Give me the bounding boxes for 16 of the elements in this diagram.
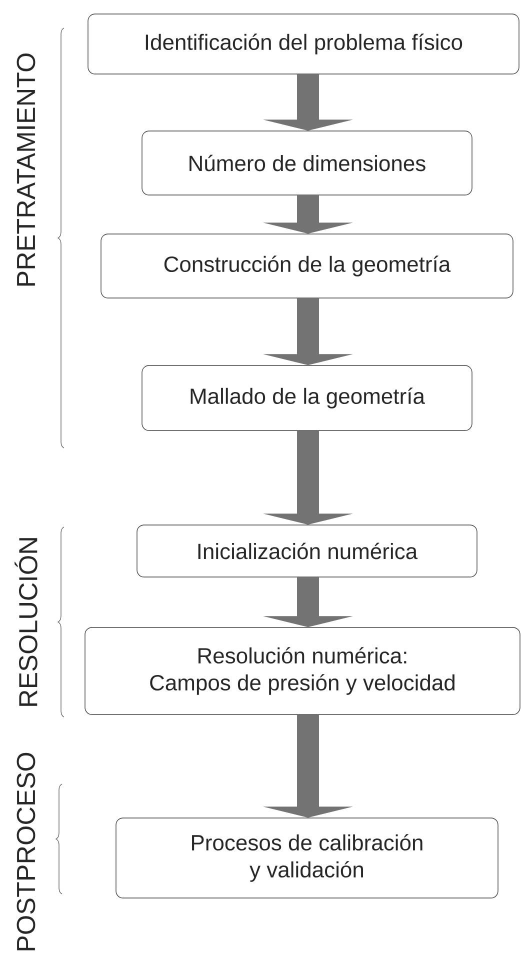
section-label: PRETRATAMIENTO	[16, 54, 36, 286]
process-box: Mallado de la geometría	[142, 365, 472, 431]
arrow	[263, 577, 353, 628]
arrow	[263, 74, 353, 131]
process-box: Resolución numérica: Campos de presión y velocidad	[84, 627, 520, 715]
process-box: Construcción de la geometría	[100, 234, 514, 298]
arrow	[263, 195, 353, 234]
section-label: POSTPROCESO	[16, 752, 36, 950]
process-box: Identificación del problema físico	[88, 14, 520, 74]
section-label: RESOLUCIÓN	[14, 538, 38, 706]
arrow	[263, 430, 353, 525]
arrow	[263, 298, 353, 366]
arrow	[263, 714, 353, 818]
process-box: Procesos de calibración y validación	[116, 818, 498, 898]
process-box: Número de dimensiones	[142, 130, 472, 196]
process-box: Inicialización numérica	[136, 524, 478, 578]
